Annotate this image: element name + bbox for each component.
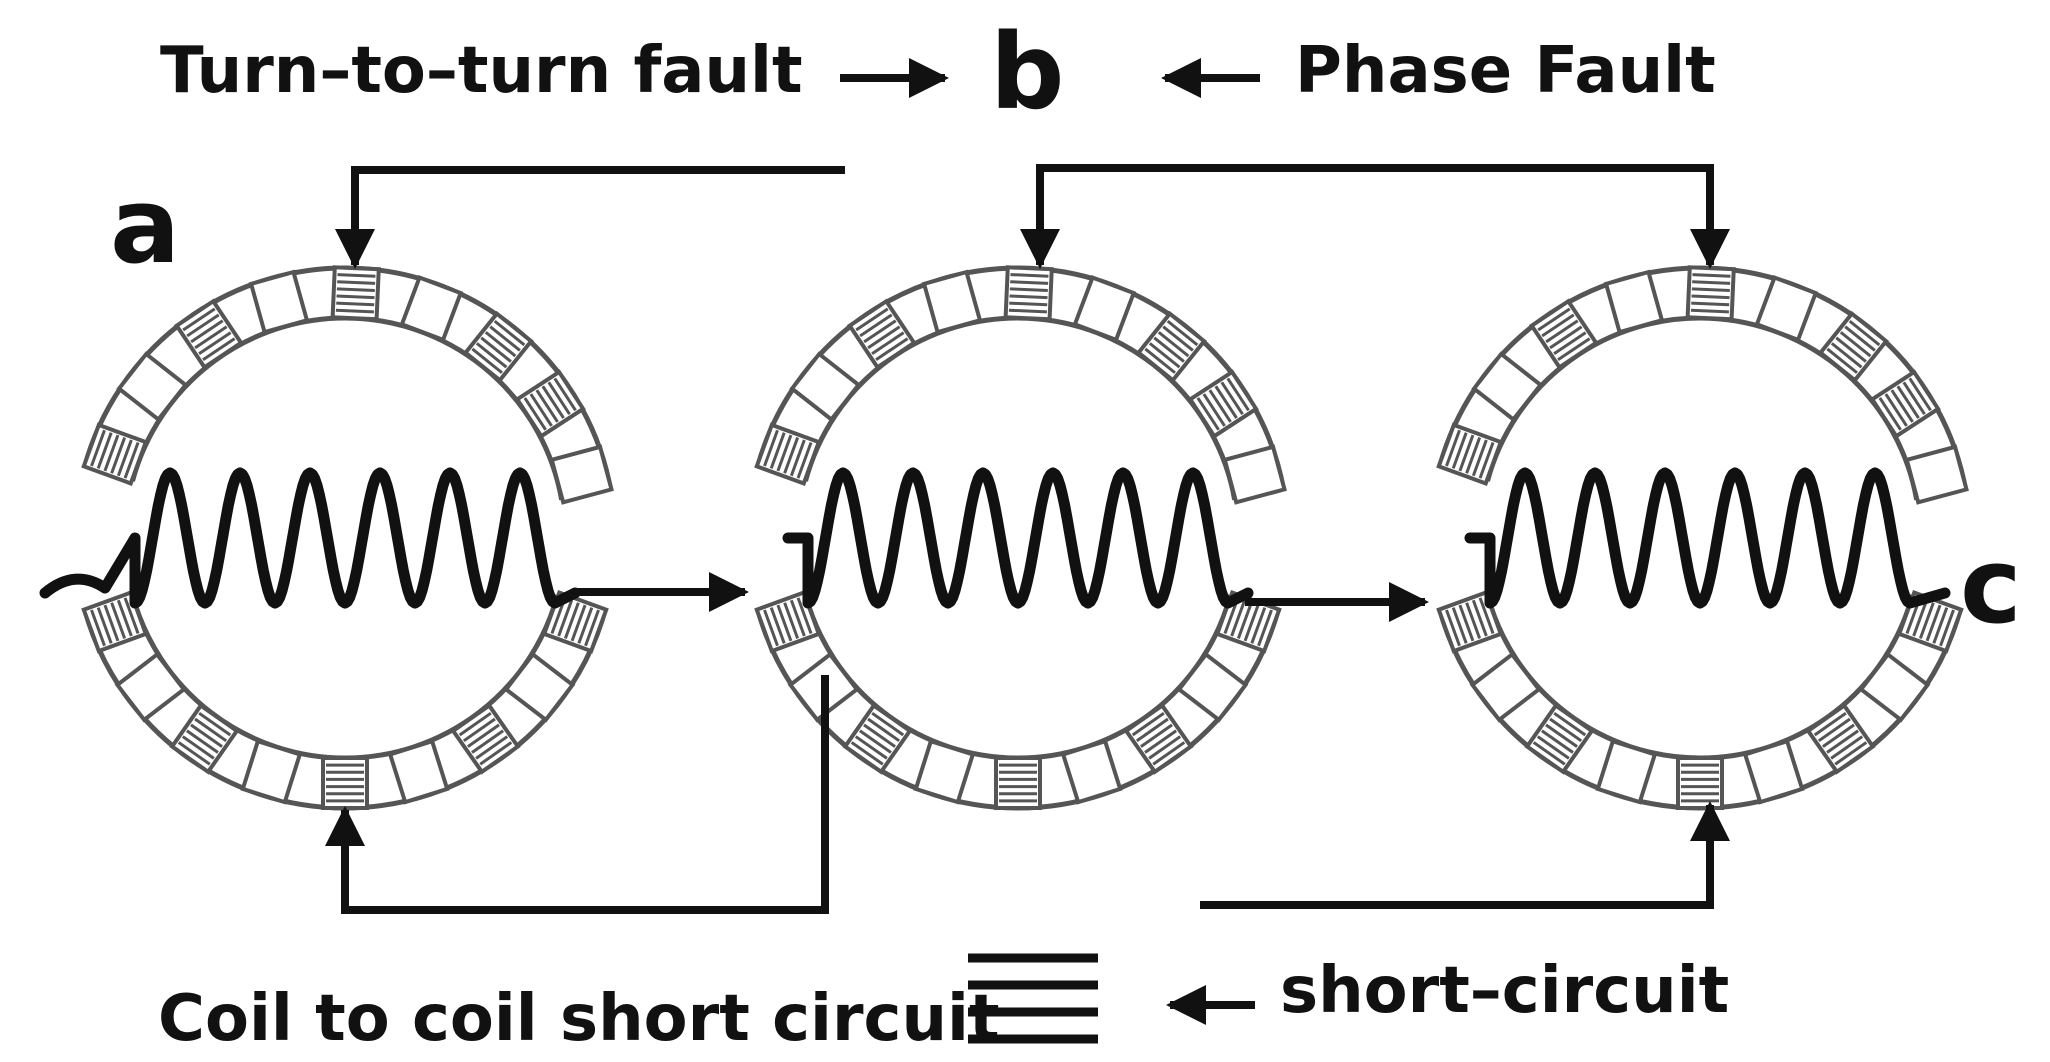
stator-slot: [240, 738, 303, 805]
stator-slot: [549, 444, 614, 505]
stator-slot: [1469, 651, 1542, 723]
stator-slot: [789, 351, 862, 423]
stator-slot: [1072, 274, 1137, 343]
stator-slot: [1904, 444, 1969, 505]
stator-slot: [1003, 265, 1054, 322]
stator-slot: [462, 310, 534, 384]
stator-slot: [846, 298, 917, 371]
stator-slot: [503, 651, 576, 723]
stator-slot: [1187, 369, 1259, 439]
stator-slot: [114, 651, 187, 723]
stator-slot: [1222, 444, 1287, 505]
stator-slot: [81, 422, 149, 486]
stator-slot: [1135, 310, 1207, 384]
stator-slot: [514, 369, 586, 439]
turn-fault-path-line: [335, 166, 845, 269]
stator-slot: [1805, 702, 1876, 775]
stator-slot: [1060, 738, 1123, 805]
stator-slot: [1685, 265, 1736, 322]
node-b-label: b: [990, 11, 1064, 133]
stator-c: [1436, 265, 1969, 811]
stator-slot: [1123, 702, 1194, 775]
node-c-label: c: [1960, 525, 2022, 647]
winding-coil-b: [782, 467, 1254, 609]
stator-slot: [1754, 274, 1819, 343]
stator-slot: [842, 702, 913, 775]
stator-slot: [1176, 651, 1249, 723]
stator-slot: [1603, 269, 1665, 335]
stator-slot: [994, 756, 1042, 810]
stator-slot: [754, 422, 822, 486]
stator-b: [754, 265, 1287, 811]
stator-slot: [1528, 298, 1599, 371]
stator-slot: [913, 738, 976, 805]
coil-short-path-line: [325, 675, 829, 914]
coils-group: [39, 467, 1951, 609]
stator-slot: [399, 274, 464, 343]
stator-slot: [541, 590, 609, 654]
fault-paths: [325, 164, 1730, 914]
stator-slot: [169, 702, 240, 775]
stator-slot: [1869, 369, 1941, 439]
stator-slot: [1742, 738, 1805, 805]
stators-group: [81, 265, 1969, 811]
node-a-label: a: [110, 165, 180, 287]
stator-slot: [1436, 422, 1504, 486]
phase-fault-label: Phase Fault: [1295, 34, 1716, 108]
short-circuit-label: short–circuit: [1280, 954, 1729, 1028]
stator-slot: [321, 756, 369, 810]
stator-slot: [116, 351, 189, 423]
stator-slot: [173, 298, 244, 371]
stator-slot: [387, 738, 450, 805]
winding-coil-a: [39, 467, 581, 609]
stator-slot: [1524, 702, 1595, 775]
stator-slot: [754, 590, 822, 654]
stator-a: [81, 265, 614, 811]
short-circuit-path-line: [1200, 801, 1730, 909]
coil-short-label: Coil to coil short circuit: [158, 982, 1000, 1056]
stator-slot: [248, 269, 310, 335]
stator-slot: [921, 269, 983, 335]
winding-coil-c: [1464, 467, 1951, 609]
stator-slot: [1436, 590, 1504, 654]
phase-fault-bracket-line: [1036, 164, 1714, 265]
stator-slot: [1595, 738, 1658, 805]
stator-slot: [450, 702, 521, 775]
stator-slot: [1471, 351, 1544, 423]
stator-slot: [1858, 651, 1931, 723]
turn-fault-label: Turn–to–turn fault: [160, 34, 803, 108]
stator-slot: [330, 265, 381, 322]
stator-slot: [1817, 310, 1889, 384]
stator-slot: [1676, 756, 1724, 810]
triple-line-symbol: [968, 953, 1098, 1044]
stator-slot: [81, 590, 149, 654]
